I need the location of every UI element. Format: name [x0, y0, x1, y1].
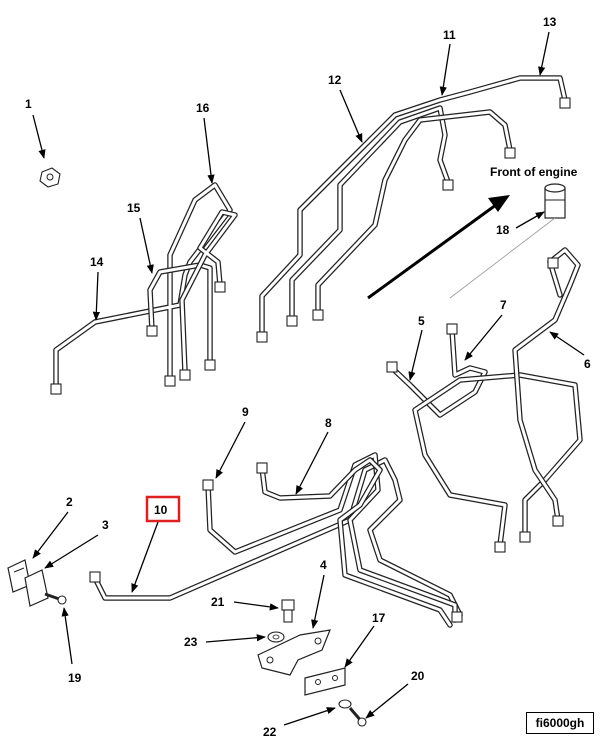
- fitting-nut: [552, 515, 564, 527]
- fitting-nut: [386, 361, 398, 373]
- callout-5: 5: [418, 314, 425, 328]
- fitting-nut: [446, 323, 458, 335]
- callout-18: 18: [496, 223, 510, 237]
- callout-6: 6: [584, 357, 591, 371]
- fitting-nut: [202, 479, 214, 491]
- callout-14: 14: [90, 255, 104, 269]
- part-3-bracket: [24, 569, 49, 607]
- front-of-engine-arrow: [367, 195, 510, 300]
- fitting-nut: [256, 462, 268, 474]
- part-1-nut: [39, 167, 61, 188]
- part-20-bolt: [348, 707, 367, 727]
- part-21-bolt: [281, 599, 295, 623]
- callout-7: 7: [500, 298, 507, 312]
- callout-4: 4: [320, 558, 327, 572]
- fitting-nut: [442, 179, 454, 191]
- fitting-nut: [494, 541, 506, 553]
- front-of-engine-label: Front of engine: [490, 165, 578, 179]
- fitting-nut: [179, 369, 191, 381]
- callout-2: 2: [66, 495, 73, 509]
- figure-code-label: fi6000gh: [526, 712, 594, 734]
- callout-9: 9: [242, 405, 249, 419]
- leader-lines: [32, 31, 585, 726]
- fitting-nut: [50, 383, 62, 395]
- fitting-nut: [504, 147, 516, 159]
- upper-fuel-line-bundle: [256, 75, 571, 343]
- part-19-bolt: [44, 592, 67, 605]
- callout-8: 8: [325, 416, 332, 430]
- fitting-nut: [519, 531, 531, 543]
- part-17-plate: [304, 667, 346, 696]
- fitting-nut: [286, 315, 298, 327]
- callout-22: 22: [263, 725, 277, 739]
- fitting-nut: [204, 359, 216, 371]
- left-fuel-line-bundle: [50, 182, 238, 395]
- fitting-nut: [146, 325, 158, 337]
- callout-23: 23: [184, 635, 198, 649]
- callout-11: 11: [443, 28, 456, 42]
- fitting-nut: [451, 611, 463, 623]
- callout-10-highlight: [145, 495, 181, 523]
- callout-21: 21: [211, 595, 225, 609]
- callout-17: 17: [372, 611, 386, 625]
- callout-12: 12: [328, 73, 342, 87]
- part-18-fitting: [449, 183, 566, 299]
- callout-1: 1: [25, 97, 32, 111]
- callout-13: 13: [543, 15, 557, 29]
- fitting-nut: [559, 97, 571, 109]
- fitting-nut: [256, 331, 268, 343]
- lower-fuel-line-bundle: [89, 452, 463, 628]
- fitting-nut: [164, 375, 176, 387]
- part-4-bracket: [257, 629, 331, 676]
- fitting-nut: [214, 281, 226, 293]
- callout-19: 19: [68, 671, 82, 685]
- part-22-washer: [338, 699, 352, 709]
- callout-15: 15: [127, 201, 141, 215]
- callout-16: 16: [196, 101, 210, 115]
- fitting-nut: [89, 571, 101, 583]
- fitting-nut: [547, 257, 559, 269]
- callout-20: 20: [411, 669, 425, 683]
- part-23-washer: [267, 631, 285, 643]
- callout-10: 10: [154, 503, 168, 517]
- right-fuel-line-bundle: [386, 247, 583, 553]
- callout-3: 3: [102, 518, 109, 532]
- fitting-nut: [312, 309, 324, 321]
